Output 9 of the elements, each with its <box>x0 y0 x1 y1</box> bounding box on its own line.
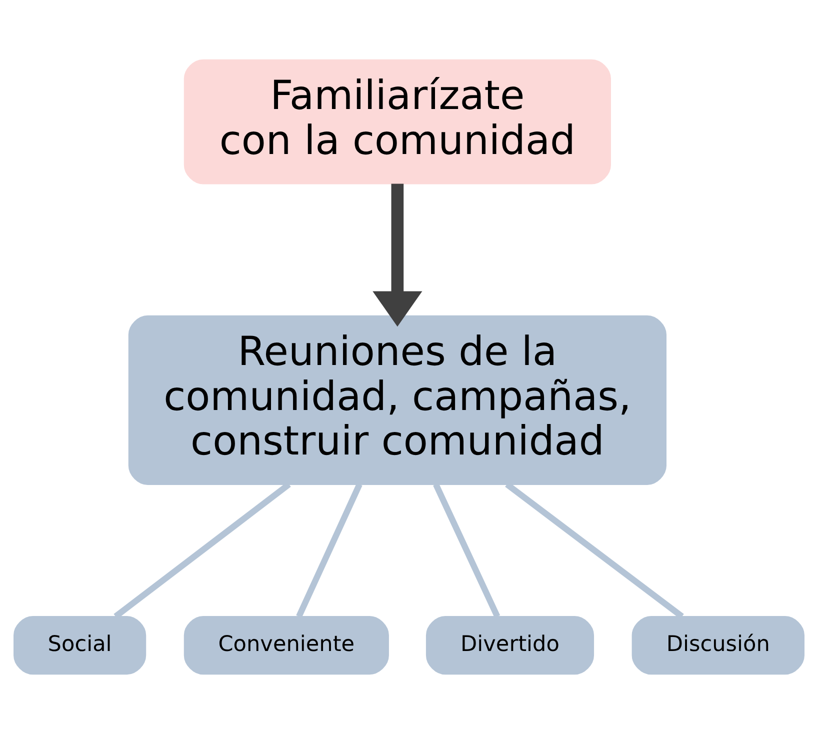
node-box: Familiarízate con la comunidad <box>184 59 611 184</box>
arrow <box>372 184 422 327</box>
node-box: Divertido <box>426 616 594 675</box>
node-box: Social <box>14 616 146 675</box>
node-box: Conveniente <box>184 616 389 675</box>
connector <box>433 483 500 618</box>
connector <box>296 483 362 618</box>
node-box: Discusión <box>632 616 804 675</box>
node-box: Reuniones de la comunidad, campañas, construir comunidad <box>128 315 666 485</box>
